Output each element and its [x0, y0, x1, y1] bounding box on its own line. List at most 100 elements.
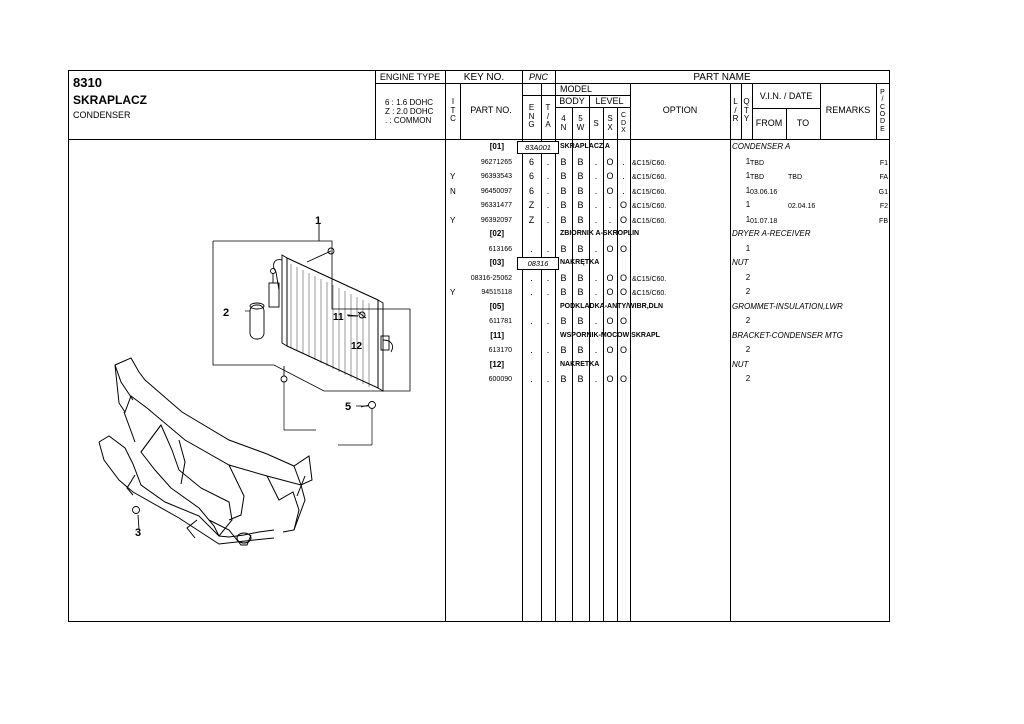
model-b5: B	[577, 316, 584, 326]
engine-line-2: Z : 2.0 DOHC	[385, 107, 434, 116]
model-s: .	[594, 316, 598, 326]
callout-3: 3	[135, 527, 141, 539]
option-code: &C15/C60.	[632, 290, 667, 297]
part-name-pl: PODKLADKA-ANTY/WIBR,DLN	[560, 302, 664, 310]
part-name-pl: SKRAPLACZ A	[560, 143, 610, 150]
model-ta: .	[546, 156, 550, 167]
group-key: [05]	[489, 301, 504, 311]
group-key: [12]	[489, 359, 504, 369]
model-cdx: O	[619, 316, 627, 326]
part-name-en: GROMMET-INSULATION,LWR	[732, 301, 843, 311]
model-eng: .	[530, 272, 533, 283]
quantity: 1	[745, 243, 751, 253]
model-eng: Z	[528, 214, 535, 225]
group-key: [01]	[489, 142, 504, 151]
model-b5: B	[577, 171, 584, 181]
pcode: F2	[879, 203, 888, 210]
header-key-no: KEY NO.	[463, 72, 505, 83]
model-b5: B	[577, 374, 584, 384]
model-cdx: O	[619, 200, 627, 210]
header-option: OPTION	[662, 105, 698, 115]
model-b5: B	[577, 156, 584, 167]
pnc-code: 83A001	[517, 141, 559, 154]
part-number: 613170	[488, 347, 512, 354]
part-name-en: BRACKET-CONDENSER MTG	[732, 330, 843, 340]
header-model: MODEL	[559, 84, 592, 94]
model-sx: .	[608, 200, 612, 210]
part-name-pl: ZBIORNIK A-SKROPLIN	[560, 230, 640, 237]
pcode: FA	[879, 174, 888, 181]
quantity: 2	[745, 272, 751, 282]
model-b4: B	[560, 156, 567, 167]
quantity: 2	[745, 287, 751, 296]
option-code: &C15/C60.	[632, 203, 667, 210]
part-name-en: CONDENSER A	[732, 142, 791, 151]
condenser-illustration	[273, 247, 394, 392]
group-key: [11]	[490, 330, 504, 340]
quantity: 2	[745, 345, 751, 354]
itc-flag: N	[450, 186, 456, 196]
quantity: 1	[745, 185, 751, 195]
model-b5: B	[577, 287, 584, 297]
model-ta: .	[546, 345, 550, 355]
model-eng: Z	[528, 200, 535, 210]
part-number: 96392097	[480, 216, 512, 224]
frame-illustration	[98, 357, 313, 546]
model-b4: B	[560, 272, 567, 283]
model-sx: O	[606, 316, 614, 326]
option-code: &C15/C60.	[632, 188, 667, 196]
model-eng: .	[530, 316, 533, 326]
itc-flag: Y	[450, 172, 456, 181]
model-sx: O	[606, 156, 614, 167]
part-number: 613166	[488, 245, 512, 253]
model-s: .	[594, 345, 598, 355]
vin-to: 02.04.16	[788, 203, 816, 210]
leader-lines	[245, 310, 373, 446]
header-to: TO	[796, 118, 810, 128]
model-cdx: O	[619, 287, 627, 297]
part-name-en: DRYER A-RECEIVER	[732, 229, 811, 238]
itc-flag: Y	[450, 288, 456, 297]
model-s: .	[594, 200, 598, 210]
part-number: 94515118	[481, 289, 512, 296]
model-s: .	[594, 171, 598, 181]
model-cdx: O	[619, 345, 627, 355]
part-number: 08316-25062	[470, 274, 512, 282]
model-sx: O	[606, 287, 614, 297]
header-part-name: PART NAME	[693, 72, 751, 83]
detail-outline	[212, 224, 411, 392]
quantity: 2	[745, 374, 751, 383]
part-number: 611781	[489, 318, 512, 325]
model-s: .	[594, 214, 598, 225]
model-eng: .	[530, 287, 533, 297]
header-level: LEVEL	[595, 96, 624, 106]
model-s: .	[594, 243, 598, 254]
model-cdx: O	[619, 374, 627, 384]
part-name-pl: NAKRETKA	[560, 360, 600, 368]
vin-from: TBD	[750, 174, 764, 181]
part-number: 96271265	[480, 158, 512, 166]
itc-flag: Y	[450, 215, 456, 225]
model-b4: B	[560, 374, 567, 384]
model-b5: B	[577, 243, 584, 254]
model-ta: .	[546, 374, 550, 384]
option-code: &C15/C60.	[632, 159, 667, 167]
part-name-en: NUT	[732, 258, 749, 267]
model-b4: B	[560, 243, 567, 254]
header-pnc: PNC	[528, 72, 548, 82]
quantity: 1	[745, 200, 751, 209]
model-b4: B	[560, 316, 567, 326]
callout-12: 12	[351, 341, 363, 352]
engine-type-header: ENGINE TYPE	[379, 72, 441, 82]
part-number: 96331477	[480, 202, 512, 209]
model-b5: B	[577, 185, 584, 196]
model-sx: O	[606, 243, 614, 254]
header-from: FROM	[755, 118, 783, 128]
model-ta: .	[546, 214, 550, 225]
model-sx: O	[606, 374, 614, 384]
model-ta: .	[546, 171, 550, 181]
